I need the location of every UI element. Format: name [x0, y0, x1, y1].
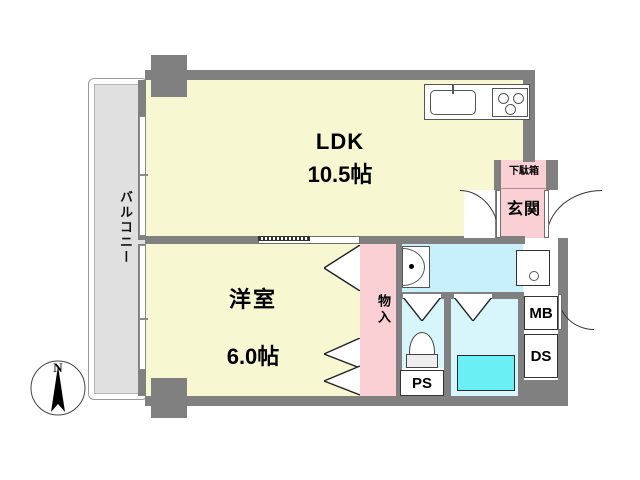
- tag-ps: PS: [400, 370, 444, 396]
- wall-ldk-wet: [395, 236, 525, 244]
- wall-bath-right: [518, 292, 524, 396]
- getabako-box: [500, 160, 546, 189]
- svg-text:N: N: [53, 360, 63, 375]
- compass-rose: N: [26, 356, 90, 420]
- getabako-label: 下駄箱: [509, 166, 539, 177]
- bathtub-icon: [457, 355, 515, 391]
- mb-door-leaf[interactable]: [558, 294, 562, 330]
- toilet-door-sill: [403, 294, 441, 298]
- closet-folding-door-upper[interactable]: [324, 245, 360, 291]
- wall-column-top-left: [151, 55, 187, 97]
- washing-machine-drain-icon: [529, 271, 539, 281]
- wall-bottom-right-step: [523, 380, 563, 406]
- tag-mb: MB: [524, 296, 558, 330]
- window-ldk-mullion: [139, 174, 148, 176]
- bedroom-label: 洋室: [228, 287, 277, 312]
- kitchen-faucet-icon: [452, 84, 454, 94]
- sliding-door-hatch[interactable]: [258, 236, 310, 241]
- window-bedroom: [139, 245, 146, 370]
- tag-ds: DS: [524, 334, 558, 378]
- wall-right-lower: [558, 238, 568, 406]
- ldk-area-label: 10.5帖: [307, 162, 373, 187]
- toilet-door[interactable]: [403, 297, 441, 321]
- wall-closet-right: [396, 238, 402, 398]
- wall-top: [145, 70, 535, 80]
- ldk-label: LDK: [315, 129, 365, 154]
- stove-burner-icon: [513, 93, 524, 104]
- closet-label: 物入: [376, 294, 391, 326]
- closet-floor: [360, 244, 396, 396]
- window-ldk: [139, 116, 146, 236]
- wall-toilet-bath: [444, 292, 451, 396]
- balcony-label: バルコニー: [118, 190, 133, 265]
- wall-bottom: [145, 396, 535, 406]
- bedroom-area-label: 6.0帖: [226, 344, 280, 369]
- bedroom-floor: [145, 244, 360, 396]
- toilet-tank-icon: [406, 354, 438, 368]
- genkan-label: 玄関: [506, 201, 541, 218]
- bath-door[interactable]: [454, 297, 492, 321]
- window-bedroom-mullion: [139, 318, 148, 320]
- wash-basin-drain-icon: [409, 264, 414, 269]
- front-door-leaf[interactable]: [544, 190, 549, 238]
- stove-burner-icon: [498, 93, 509, 104]
- genkan-left-door-leaf[interactable]: [496, 190, 501, 238]
- bath-door-sill: [454, 294, 492, 298]
- closet-folding-door-lower[interactable]: [324, 338, 360, 396]
- stove-burner-icon: [505, 104, 516, 115]
